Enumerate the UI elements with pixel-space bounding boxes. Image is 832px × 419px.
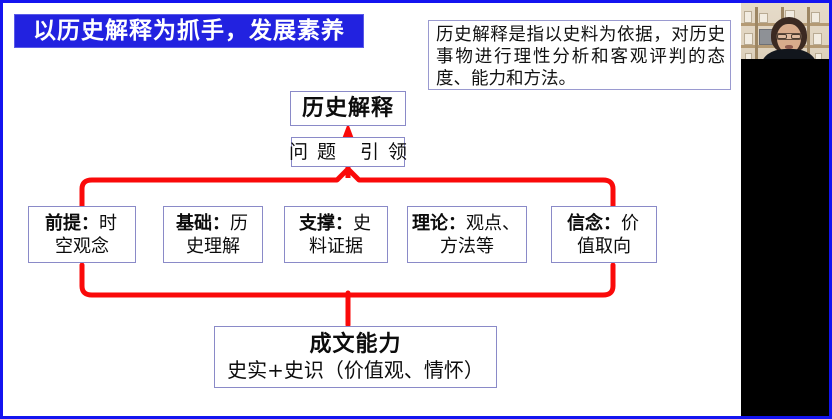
node-pillar-premise-label: 前提： xyxy=(45,212,99,234)
slide-title-banner: 以历史解释为抓手，发展素养 xyxy=(14,14,364,48)
shelf-book xyxy=(759,13,768,23)
node-pillar-belief-line2: 值取向 xyxy=(577,235,631,257)
node-pillar-foundation-line2: 史理解 xyxy=(186,235,240,257)
shelf-book xyxy=(811,12,820,23)
definition-text: 历史解释是指以史料为依据，对历史事物进行理性分析和客观评判的态度、能力和方法。 xyxy=(436,25,725,89)
node-pillar-premise-detail: 时 xyxy=(99,212,117,234)
node-pillar-theory[interactable]: 理论：观点、 方法等 xyxy=(407,206,527,263)
node-pillar-premise[interactable]: 前提：时 空观念 xyxy=(28,206,136,263)
lower-brace-connector xyxy=(79,262,616,298)
definition-textbox: 历史解释是指以史料为依据，对历史事物进行理性分析和客观评判的态度、能力和方法。 xyxy=(428,20,731,90)
node-pillar-foundation[interactable]: 基础：历 史理解 xyxy=(163,206,263,263)
node-pillar-foundation-line1: 基础：历 xyxy=(176,212,248,235)
bookshelf-post xyxy=(755,7,758,79)
node-pillar-support[interactable]: 支撑：史 料证据 xyxy=(284,206,388,263)
node-pillar-support-line2: 料证据 xyxy=(309,235,363,257)
glasses-icon xyxy=(776,33,802,40)
node-pillar-belief[interactable]: 信念：价 值取向 xyxy=(551,206,657,263)
node-pillar-belief-line1: 信念：价 xyxy=(567,212,639,235)
node-pillar-support-detail: 史 xyxy=(353,212,371,234)
shelf-book xyxy=(813,33,822,45)
node-pillar-theory-line1: 理论：观点、 xyxy=(412,212,520,235)
video-letterbox-mask xyxy=(741,59,829,89)
node-pillar-theory-line2: 方法等 xyxy=(440,235,494,257)
node-writing-competence[interactable]: 成文能力 史实+史识（价值观、情怀） xyxy=(214,326,497,388)
presenter-mouth xyxy=(785,45,793,49)
node-question-guidance[interactable]: 问题 引领 xyxy=(289,137,407,167)
node-outcome-detail: 史实+史识（价值观、情怀） xyxy=(227,357,484,382)
node-pillar-belief-label: 信念： xyxy=(567,212,621,234)
shelf-book xyxy=(744,11,752,23)
presentation-slide: 以历史解释为抓手，发展素养 历史解释是指以史料为依据，对历史事物进行理性分析和客… xyxy=(3,3,741,416)
node-pillar-foundation-detail: 历 xyxy=(230,212,248,234)
node-pillar-foundation-label: 基础： xyxy=(176,212,230,234)
shelf-book xyxy=(744,33,753,45)
node-pillar-premise-line2: 空观念 xyxy=(55,235,109,257)
upper-brace-connector xyxy=(79,166,616,209)
video-conference-panel[interactable] xyxy=(741,3,829,416)
node-pillar-support-label: 支撑： xyxy=(299,212,353,234)
node-guide-label: 问题 引领 xyxy=(288,140,417,163)
node-pillar-premise-line1: 前提：时 xyxy=(45,212,117,235)
node-root-label: 历史解释 xyxy=(301,96,394,121)
node-pillar-support-line1: 支撑：史 xyxy=(299,212,371,235)
slide-title-text: 以历史解释为抓手，发展素养 xyxy=(33,17,345,44)
bookshelf-post xyxy=(807,7,810,79)
node-outcome-heading: 成文能力 xyxy=(309,331,402,357)
node-pillar-theory-label: 理论： xyxy=(412,212,466,234)
node-pillar-belief-detail: 价 xyxy=(621,212,639,234)
node-historical-interpretation[interactable]: 历史解释 xyxy=(290,91,406,126)
presenter-video-feed[interactable] xyxy=(741,3,829,89)
node-pillar-theory-detail: 观点、 xyxy=(466,212,520,234)
